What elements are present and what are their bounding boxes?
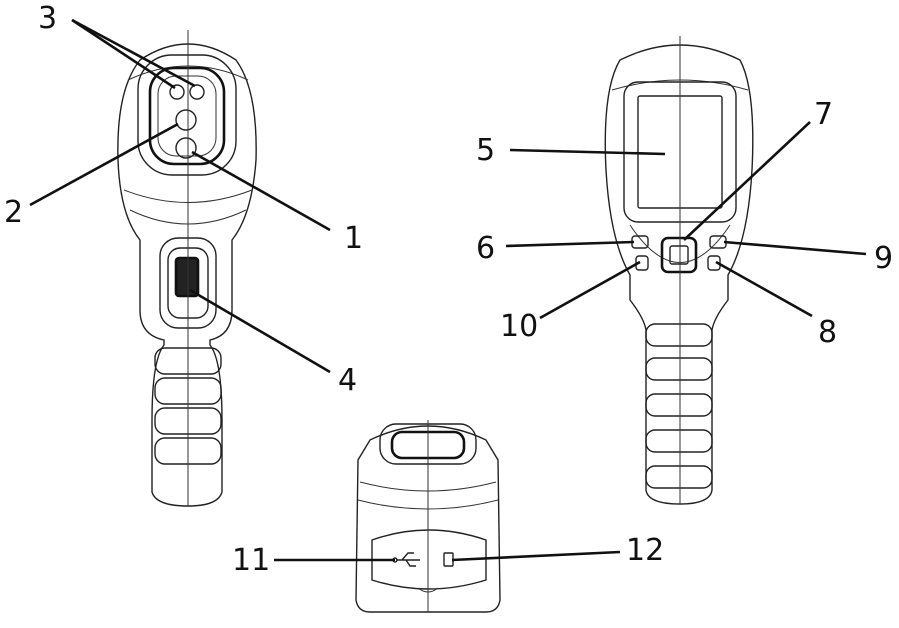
lens-middle [175,109,197,131]
callout-11: 11 [232,543,270,578]
trigger-button [174,256,200,298]
callout-7: 7 [814,97,833,132]
rear-view [604,36,754,505]
rear-body-outline [604,44,754,505]
port-cover [371,529,487,590]
lens-bezel [148,66,226,166]
leader-4 [189,288,331,374]
bottom-view [355,420,501,613]
center-button-7 [660,236,698,274]
callout-10: 10 [500,309,538,344]
callout-4: 4 [338,363,357,398]
small-lens-left [169,84,185,100]
callout-3: 3 [38,1,57,36]
callout-6: 6 [476,231,495,266]
usb-icon [392,552,420,567]
leader-3b [71,18,196,88]
card-slot-icon [443,552,454,567]
callout-1: 1 [344,221,363,256]
callout-12: 12 [626,533,664,568]
leader-5 [509,148,666,156]
leader-10 [539,260,641,320]
leader-1 [191,150,331,232]
leader-3a [71,18,176,90]
front-body-outline [117,43,257,507]
small-lens-right [189,84,205,100]
callout-9: 9 [874,241,893,276]
leader-7 [683,121,811,241]
callout-2: 2 [4,195,23,230]
callout-8: 8 [818,315,837,350]
leader-12 [451,550,621,562]
bottom-body-outline [355,425,501,613]
leader-8 [715,260,813,318]
lens-housing [137,54,237,176]
callout-5: 5 [476,133,495,168]
front-view [117,30,257,507]
leader-6 [505,240,635,248]
lens-bottom [175,137,197,159]
leader-9 [723,240,867,256]
leader-2 [29,122,179,207]
